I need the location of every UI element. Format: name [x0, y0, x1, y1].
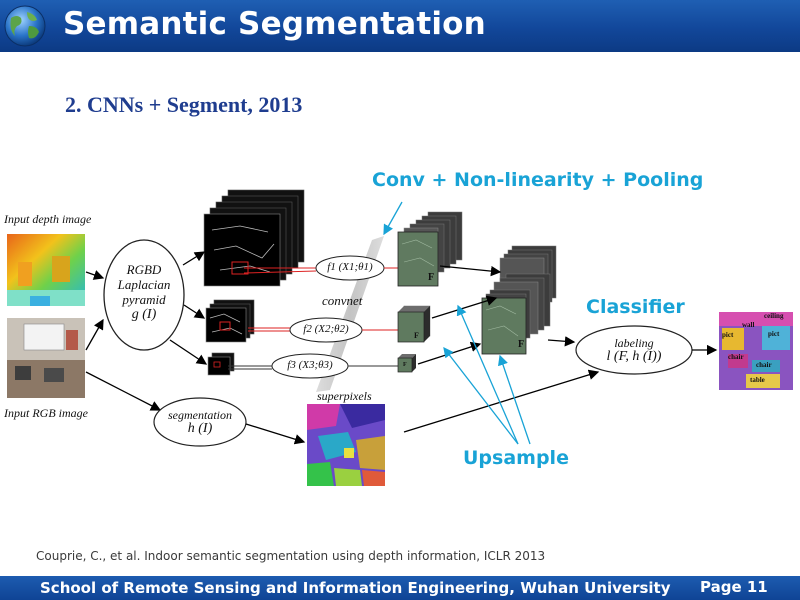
f1-label: f1 (X1;θ1) — [327, 261, 373, 273]
pyramid-line-1: RGBD — [126, 262, 162, 277]
upsampled-f3 — [481, 289, 531, 355]
page-number: Page 11 — [700, 578, 768, 596]
out-label-pict-2: pict — [768, 330, 780, 338]
segmentation-node — [153, 397, 247, 447]
callout-upsample: Upsample — [463, 447, 569, 469]
feature-map-f1 — [397, 211, 463, 287]
callout-conv: Conv + Non-linearity + Pooling — [372, 169, 704, 191]
section-subtitle: 2. CNNs + Segment, 2013 — [65, 92, 303, 117]
callout-classifier: Classifier — [586, 296, 685, 318]
footer-bar — [0, 576, 800, 600]
pyramid-text: RGBD Laplacian pyramid g (I) — [104, 262, 184, 322]
footer-institution: School of Remote Sensing and Information… — [40, 579, 671, 597]
out-label-chair-2: chair — [756, 361, 772, 369]
citation: Couprie, C., et al. Indoor semantic segm… — [36, 549, 546, 563]
convnet-label: convnet — [322, 293, 363, 308]
pyramid-line-2: Laplacian — [117, 277, 171, 292]
superpixels-image — [307, 404, 385, 486]
feature-label-up: F — [518, 339, 525, 350]
pyramid-level-1 — [203, 189, 305, 287]
pyramid-node — [103, 239, 185, 351]
out-label-wall: wall — [742, 321, 755, 329]
pyramid-level-3 — [207, 352, 235, 376]
input-depth-image — [7, 234, 85, 306]
pyramid-line-3: pyramid — [122, 292, 166, 307]
labeling-label: labeling — [614, 336, 654, 350]
page-title: Semantic Segmentation — [63, 6, 486, 42]
pyramid-level-2 — [205, 299, 255, 343]
title-bar — [0, 0, 800, 52]
out-label-table: table — [750, 376, 765, 384]
out-label-ceiling: ceiling — [764, 312, 784, 320]
feature-map-f2 — [397, 305, 431, 343]
f3-label: f3 (X3;θ3) — [287, 359, 333, 371]
labeling-text: labeling l (F, h (I)) — [578, 336, 690, 364]
feature-map-f3 — [397, 354, 416, 373]
input-depth-label: Input depth image — [4, 212, 92, 226]
input-rgb-label: Input RGB image — [4, 406, 88, 420]
globe-icon — [4, 5, 46, 47]
output-segmentation — [719, 312, 793, 390]
labeling-formula: l (F, h (I)) — [606, 349, 662, 364]
input-rgb-image — [7, 318, 85, 398]
feature-label-f2: F — [414, 331, 419, 340]
superpixels-label: superpixels — [317, 389, 372, 403]
f2-label: f2 (X2;θ2) — [303, 323, 349, 335]
out-label-chair-1: chair — [728, 353, 744, 361]
feature-label-f1: F — [428, 272, 435, 283]
segmentation-text: segmentation h (I) — [154, 408, 246, 436]
segmentation-label: segmentation — [168, 408, 232, 422]
out-label-pict-1: pict — [722, 331, 734, 339]
segmentation-formula: h (I) — [187, 421, 213, 436]
feature-label-f3: F — [403, 362, 407, 368]
pyramid-formula: g (I) — [131, 307, 157, 322]
